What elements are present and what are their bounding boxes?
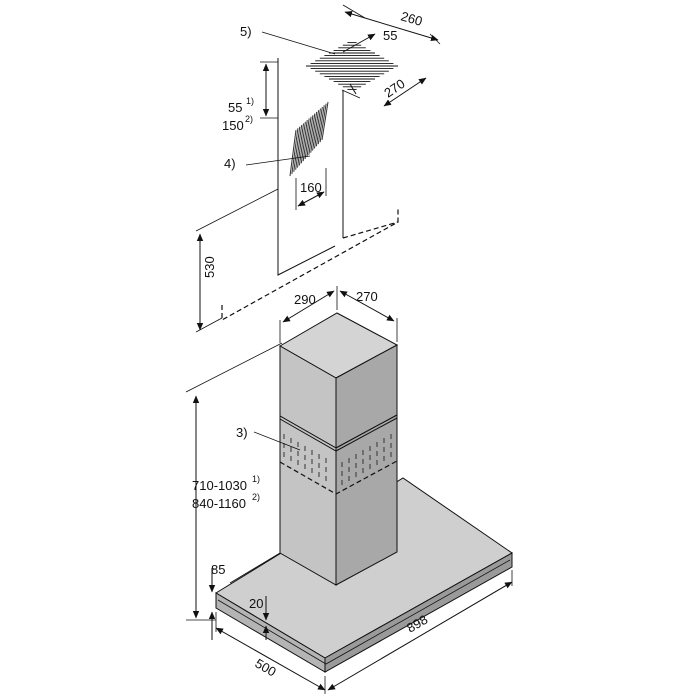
plate-hatch-line [300, 120, 308, 164]
callout-3-label: 3) [236, 425, 248, 440]
dim-270-top-label: 270 [381, 76, 407, 101]
upper-outline-left [277, 58, 336, 276]
dim-500-label: 500 [253, 656, 279, 680]
plate-hatch-line [317, 105, 325, 145]
plate-hatch-line [319, 103, 327, 143]
dim-55-side-sup: 1) [246, 96, 254, 106]
ceiling-bracket-dashed [221, 208, 399, 322]
chimney-joint-line [279, 417, 398, 452]
dimension-lines [185, 4, 513, 694]
dim-710-1030-label: 710-1030 [192, 478, 247, 493]
plate-hatch-line [302, 118, 310, 162]
plate-hatch-line [298, 121, 306, 166]
dim-55-side-label: 55 [228, 100, 242, 115]
chimney-lower-right-face [335, 414, 398, 586]
plate-hatch-line [293, 126, 301, 172]
plate-hatch-line [312, 110, 320, 151]
hatched-plate-4 [289, 101, 329, 177]
chimney [278, 312, 399, 586]
callout-leaders [245, 31, 336, 451]
plate-hatch-line [308, 113, 316, 155]
plate-hatch-line [291, 128, 299, 174]
plate-hatch-line [304, 116, 312, 160]
callout-4-label: 4) [224, 156, 236, 171]
dim-270-chimney-label: 270 [356, 289, 378, 304]
chimney-vent-slots [283, 434, 392, 485]
dim-290-label: 290 [294, 292, 316, 307]
plate-hatch-line [295, 124, 303, 170]
plate-hatch-line [315, 106, 323, 147]
chimney-vent-band-dashed [279, 460, 398, 495]
labels: 5) 4) 3) 260 55 270 55 1) 150 2) 160 530… [192, 8, 430, 679]
exhaust-grille-5 [306, 42, 398, 95]
dim-85-label: 85 [211, 562, 225, 577]
ceiling-bracket-dashed-inner [342, 221, 399, 239]
plate-hatch-line [321, 101, 329, 141]
dim-530-label: 530 [202, 256, 217, 278]
plate-hatch-line [289, 129, 297, 177]
plate-hatch-line [297, 123, 305, 168]
extension-line-530-top [195, 188, 279, 232]
dim-20-label: 20 [249, 596, 263, 611]
dim-260-label: 260 [399, 8, 424, 28]
dim-160-label: 160 [300, 180, 322, 195]
canopy-slope-line [229, 552, 281, 584]
dim-710-sup: 1) [252, 474, 260, 484]
dim-150-side-sup: 2) [245, 114, 253, 124]
plate-hatch-line [306, 115, 314, 158]
dim-840-sup: 2) [252, 492, 260, 502]
dim-840-1160-label: 840-1160 [192, 496, 246, 511]
plate-hatch-line [313, 108, 321, 149]
callout-5-label: 5) [240, 24, 252, 39]
grille-mount [349, 83, 357, 95]
plate-hatch-line [310, 111, 318, 153]
dim-150-side-label: 150 [222, 118, 244, 133]
dim-55-top-label: 55 [383, 28, 397, 43]
